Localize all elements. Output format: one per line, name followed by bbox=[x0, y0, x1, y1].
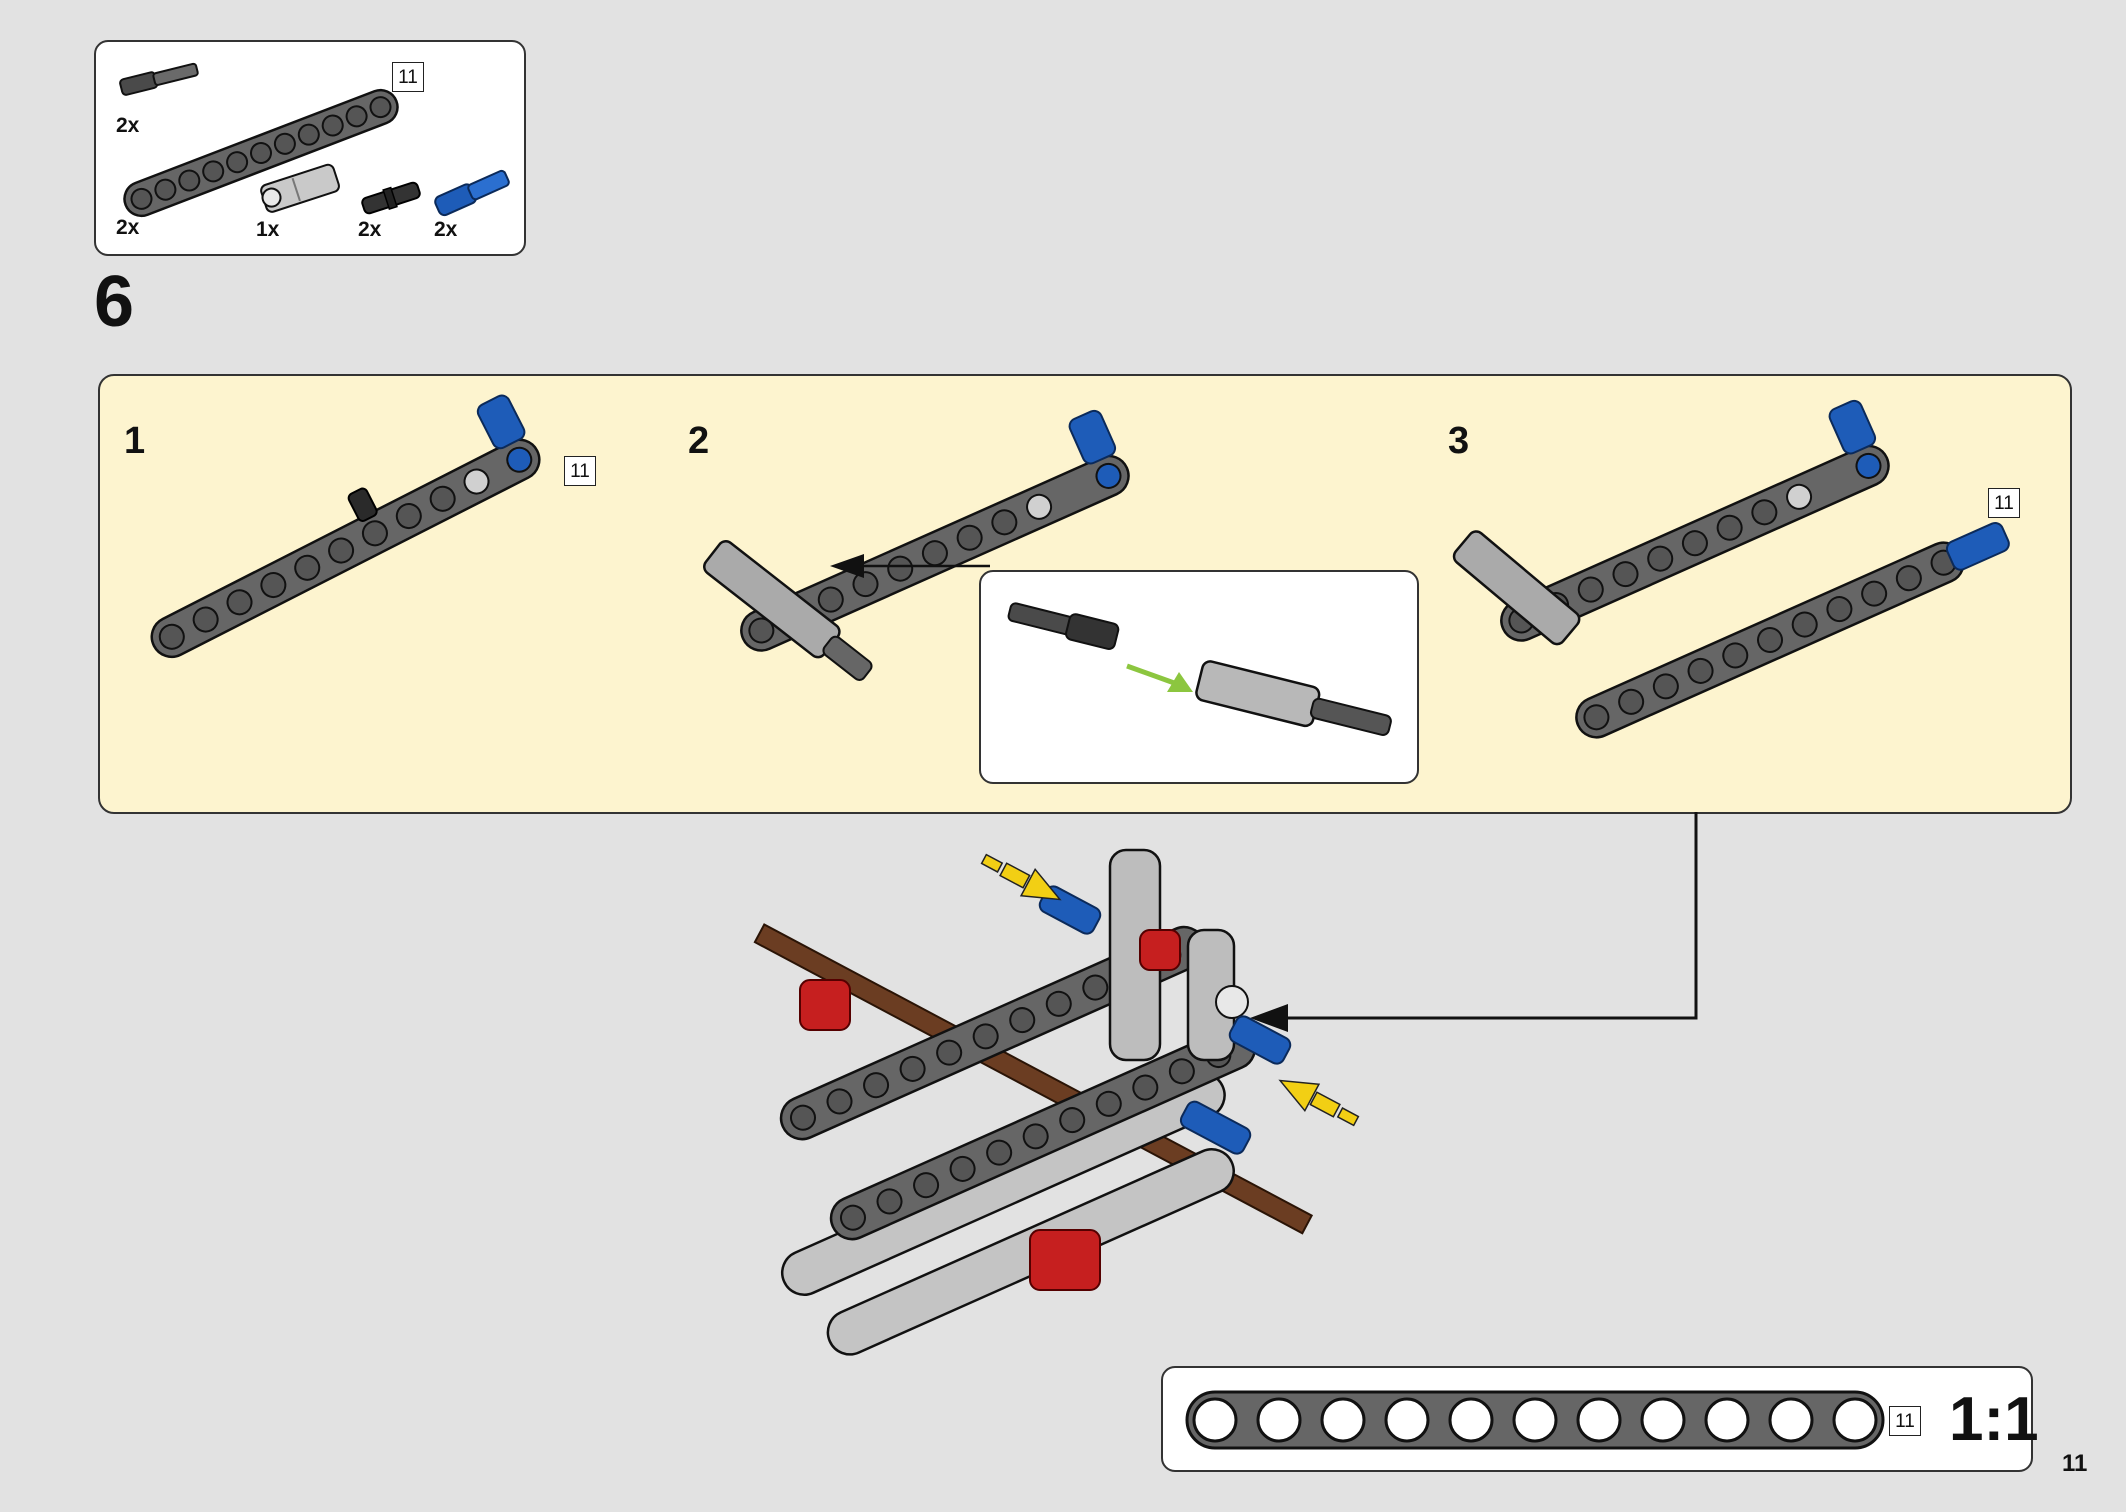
substep-1-length-badge: 11 bbox=[564, 456, 596, 486]
beam-length-badge: 11 bbox=[392, 62, 424, 92]
light-gray-connector-icon bbox=[260, 163, 340, 213]
substep-number: 1 bbox=[124, 420, 146, 462]
scale-hole bbox=[1384, 1397, 1430, 1443]
scale-hole bbox=[1832, 1397, 1878, 1443]
substep-3-assembly bbox=[1452, 399, 2010, 739]
callout-box bbox=[979, 570, 1419, 784]
scale-hole bbox=[1640, 1397, 1686, 1443]
qty-label: 2x bbox=[116, 216, 140, 239]
callout-pin-connector-illustration bbox=[1007, 602, 1392, 736]
scale-hole bbox=[1512, 1397, 1558, 1443]
scale-ruler-box: 11 1:1 bbox=[1161, 1366, 2039, 1472]
scale-length-badge: 11 bbox=[1889, 1406, 1921, 1436]
qty-label: 2x bbox=[358, 218, 382, 241]
push-arrow-top bbox=[980, 853, 1062, 901]
connector-arrow bbox=[1250, 812, 1698, 1032]
step-number: 6 bbox=[94, 262, 135, 342]
black-long-axle-pin-icon bbox=[119, 62, 199, 96]
main-assembly-illustration bbox=[753, 848, 1360, 1356]
substep-3-length-badge: 11 bbox=[1988, 488, 2020, 518]
substep-number: 2 bbox=[688, 420, 710, 462]
push-arrow-bottom bbox=[1278, 1079, 1360, 1127]
black-friction-pin-icon bbox=[361, 181, 421, 215]
substep-2-assembly bbox=[703, 409, 1130, 681]
blue-axle-pin-icon bbox=[434, 169, 510, 217]
scale-hole bbox=[1768, 1397, 1814, 1443]
scale-hole bbox=[1320, 1397, 1366, 1443]
scale-hole bbox=[1192, 1397, 1238, 1443]
dark-gray-11-beam-icon bbox=[123, 88, 399, 218]
scale-beam-icon bbox=[1185, 1390, 1885, 1450]
qty-label: 2x bbox=[434, 218, 458, 241]
qty-label: 1x bbox=[256, 218, 280, 241]
callout-arrow bbox=[830, 554, 990, 578]
scale-hole bbox=[1704, 1397, 1750, 1443]
page-number: 11 bbox=[2062, 1450, 2088, 1477]
qty-label: 2x bbox=[116, 114, 140, 137]
parts-list-box: 2x 11 2x 1x 2x 2 bbox=[94, 40, 526, 256]
scale-hole bbox=[1256, 1397, 1302, 1443]
scale-hole bbox=[1448, 1397, 1494, 1443]
substep-1-assembly bbox=[150, 394, 541, 659]
scale-ratio: 1:1 bbox=[1949, 1385, 2039, 1454]
scale-hole bbox=[1576, 1397, 1622, 1443]
substep-number: 3 bbox=[1448, 420, 1470, 462]
